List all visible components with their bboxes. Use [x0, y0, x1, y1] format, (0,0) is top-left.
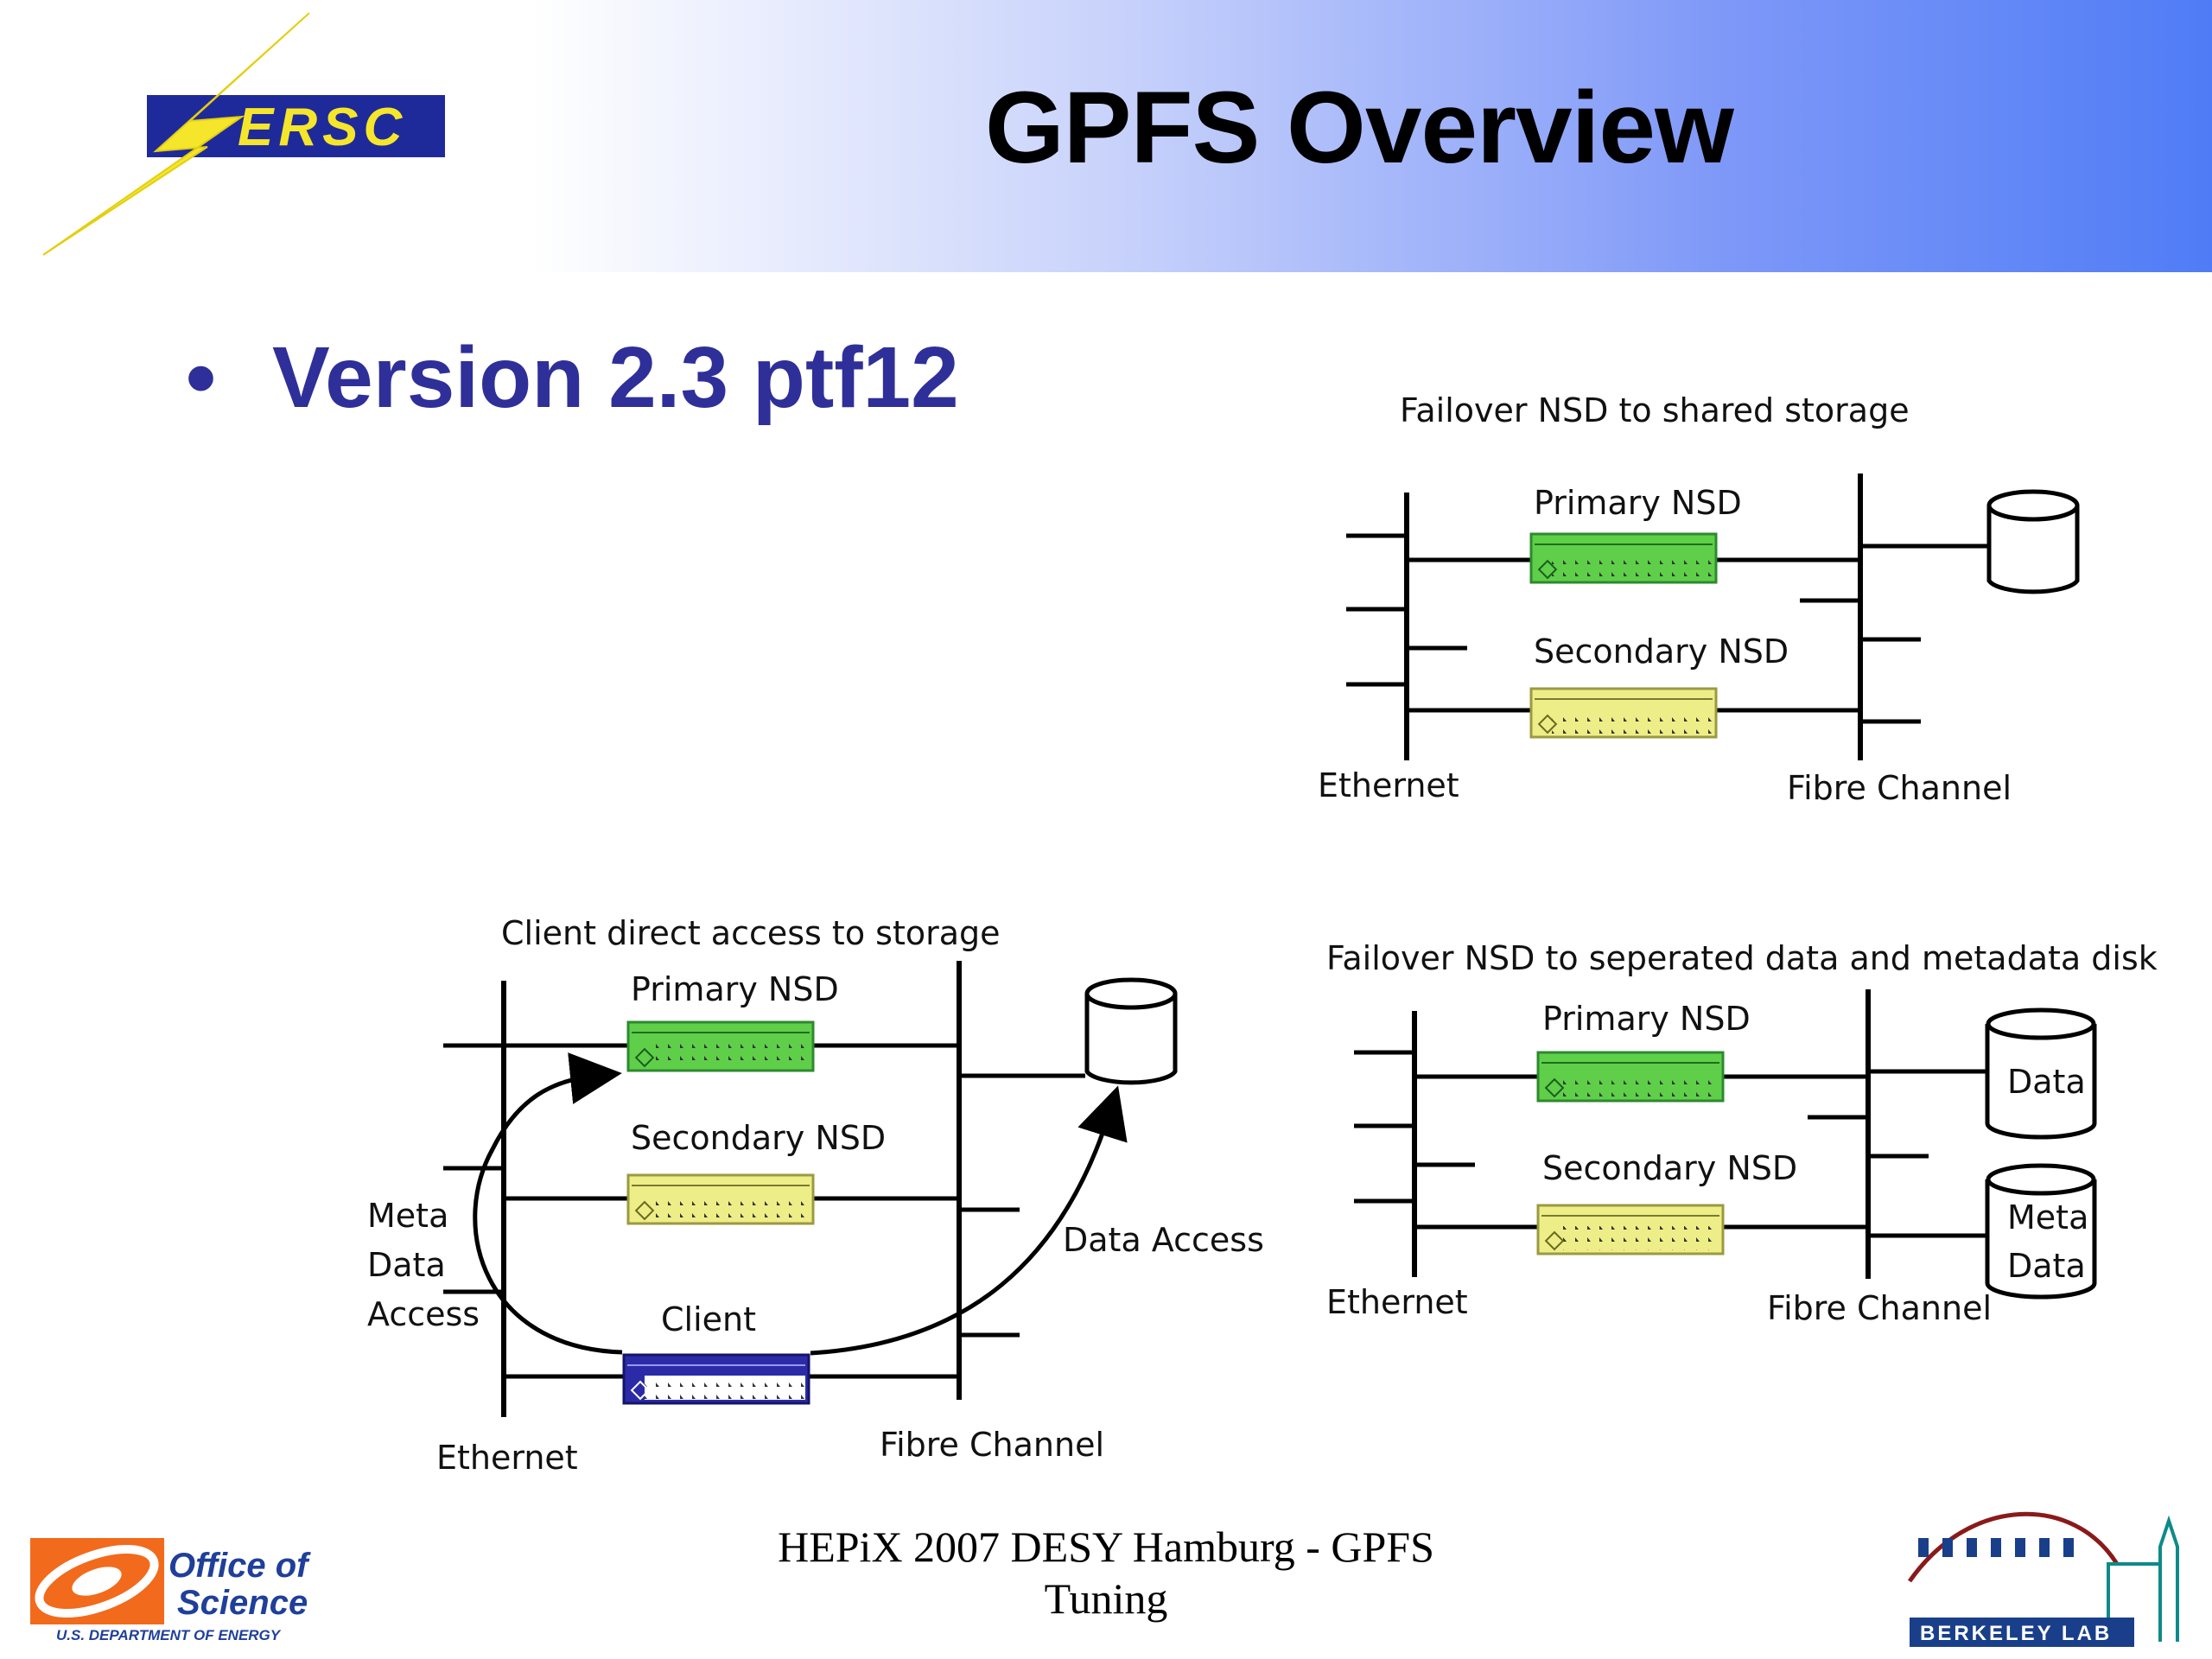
label-ethernet: Ethernet [1318, 766, 1459, 804]
primary-nsd-node [626, 1020, 815, 1072]
metadata-disk-icon [1985, 1163, 2097, 1300]
slide-footer: HEPiX 2007 DESY Hamburg - GPFS Tuning [760, 1521, 1452, 1624]
doe-logo-line1: Office of [168, 1547, 311, 1585]
data-access-arrow [810, 1085, 1128, 1356]
label-primary-nsd: Primary NSD [631, 970, 839, 1008]
nersc-logo-text: ERSC [238, 98, 407, 157]
berkeley-logo-band [1910, 1618, 2134, 1647]
data-disk-icon [1985, 1007, 2097, 1140]
label-fibre-channel: Fibre Channel [880, 1426, 1104, 1464]
label-client: Client [661, 1300, 756, 1338]
primary-nsd-node [1536, 1051, 1725, 1103]
caption-failover-shared: Failover NSD to shared storage [1400, 391, 1910, 429]
berkeley-logo-building [2107, 1562, 2160, 1642]
slide-title: GPFS Overview [985, 71, 1734, 185]
doe-logo-swirl [35, 1545, 159, 1618]
label-data-disk: Data [2007, 1063, 2086, 1101]
doe-logo-line3: U.S. DEPARTMENT OF ENERGY [56, 1627, 282, 1643]
berkeley-logo-windows [1918, 1538, 2074, 1557]
diagram-failover-separated-disk: Failover NSD to seperated data and metad… [1326, 939, 2158, 1327]
diagram-failover-shared-storage: Failover NSD to shared storage Primary N… [1318, 391, 2080, 807]
berkeley-logo-text: BERKELEY LAB [1920, 1622, 2112, 1645]
bullet-item: • Version 2.3 ptf12 [186, 328, 959, 428]
label-meta-data: Data [367, 1246, 446, 1284]
label-data-access: Data Access [1063, 1221, 1264, 1259]
bullet-dot: • [186, 329, 217, 426]
nersc-logo: ERSC [42, 12, 445, 256]
label-primary-nsd: Primary NSD [1534, 484, 1742, 522]
label-secondary-nsd: Secondary NSD [1542, 1149, 1797, 1187]
label-ethernet: Ethernet [436, 1439, 578, 1477]
footer-line-1: HEPiX 2007 DESY Hamburg - GPFS [778, 1522, 1434, 1571]
label-meta: Meta [367, 1197, 448, 1235]
meta-data-access-arrow [473, 1052, 623, 1355]
label-primary-nsd: Primary NSD [1542, 1000, 1751, 1038]
caption-client-direct: Client direct access to storage [501, 914, 1001, 952]
secondary-nsd-node [1529, 687, 1718, 739]
doe-logo-line2: Science [177, 1584, 308, 1622]
nersc-lightning-bolt [42, 12, 310, 256]
footer-line-2: Tuning [1044, 1574, 1168, 1623]
client-node [622, 1353, 810, 1405]
diagram-client-direct-access: Client direct access to storage Primary … [367, 914, 1264, 1477]
shared-disk-icon [1986, 489, 2080, 594]
primary-nsd-node [1529, 532, 1718, 584]
label-secondary-nsd: Secondary NSD [1534, 632, 1789, 671]
berkeley-lab-logo: BERKELEY LAB [1907, 1511, 2179, 1647]
secondary-nsd-node [626, 1173, 815, 1225]
label-meta-access: Access [367, 1295, 480, 1333]
label-secondary-nsd: Secondary NSD [631, 1119, 886, 1157]
label-fibre-channel: Fibre Channel [1787, 769, 2012, 807]
berkeley-logo-arc [1907, 1511, 2120, 1583]
secondary-nsd-node [1536, 1204, 1725, 1255]
label-fibre-channel: Fibre Channel [1767, 1289, 1992, 1327]
berkeley-logo-tower [2158, 1515, 2179, 1642]
storage-disk-icon [1084, 977, 1178, 1085]
label-ethernet: Ethernet [1326, 1283, 1468, 1321]
label-meta-disk-data: Data [2007, 1247, 2086, 1285]
doe-logo-swirl-inner [72, 1567, 122, 1596]
caption-failover-separated: Failover NSD to seperated data and metad… [1326, 939, 2158, 977]
label-meta-disk: Meta [2007, 1198, 2088, 1236]
bullet-text: Version 2.3 ptf12 [272, 329, 959, 426]
office-of-science-logo: Office of Science U.S. DEPARTMENT OF ENE… [30, 1538, 311, 1643]
